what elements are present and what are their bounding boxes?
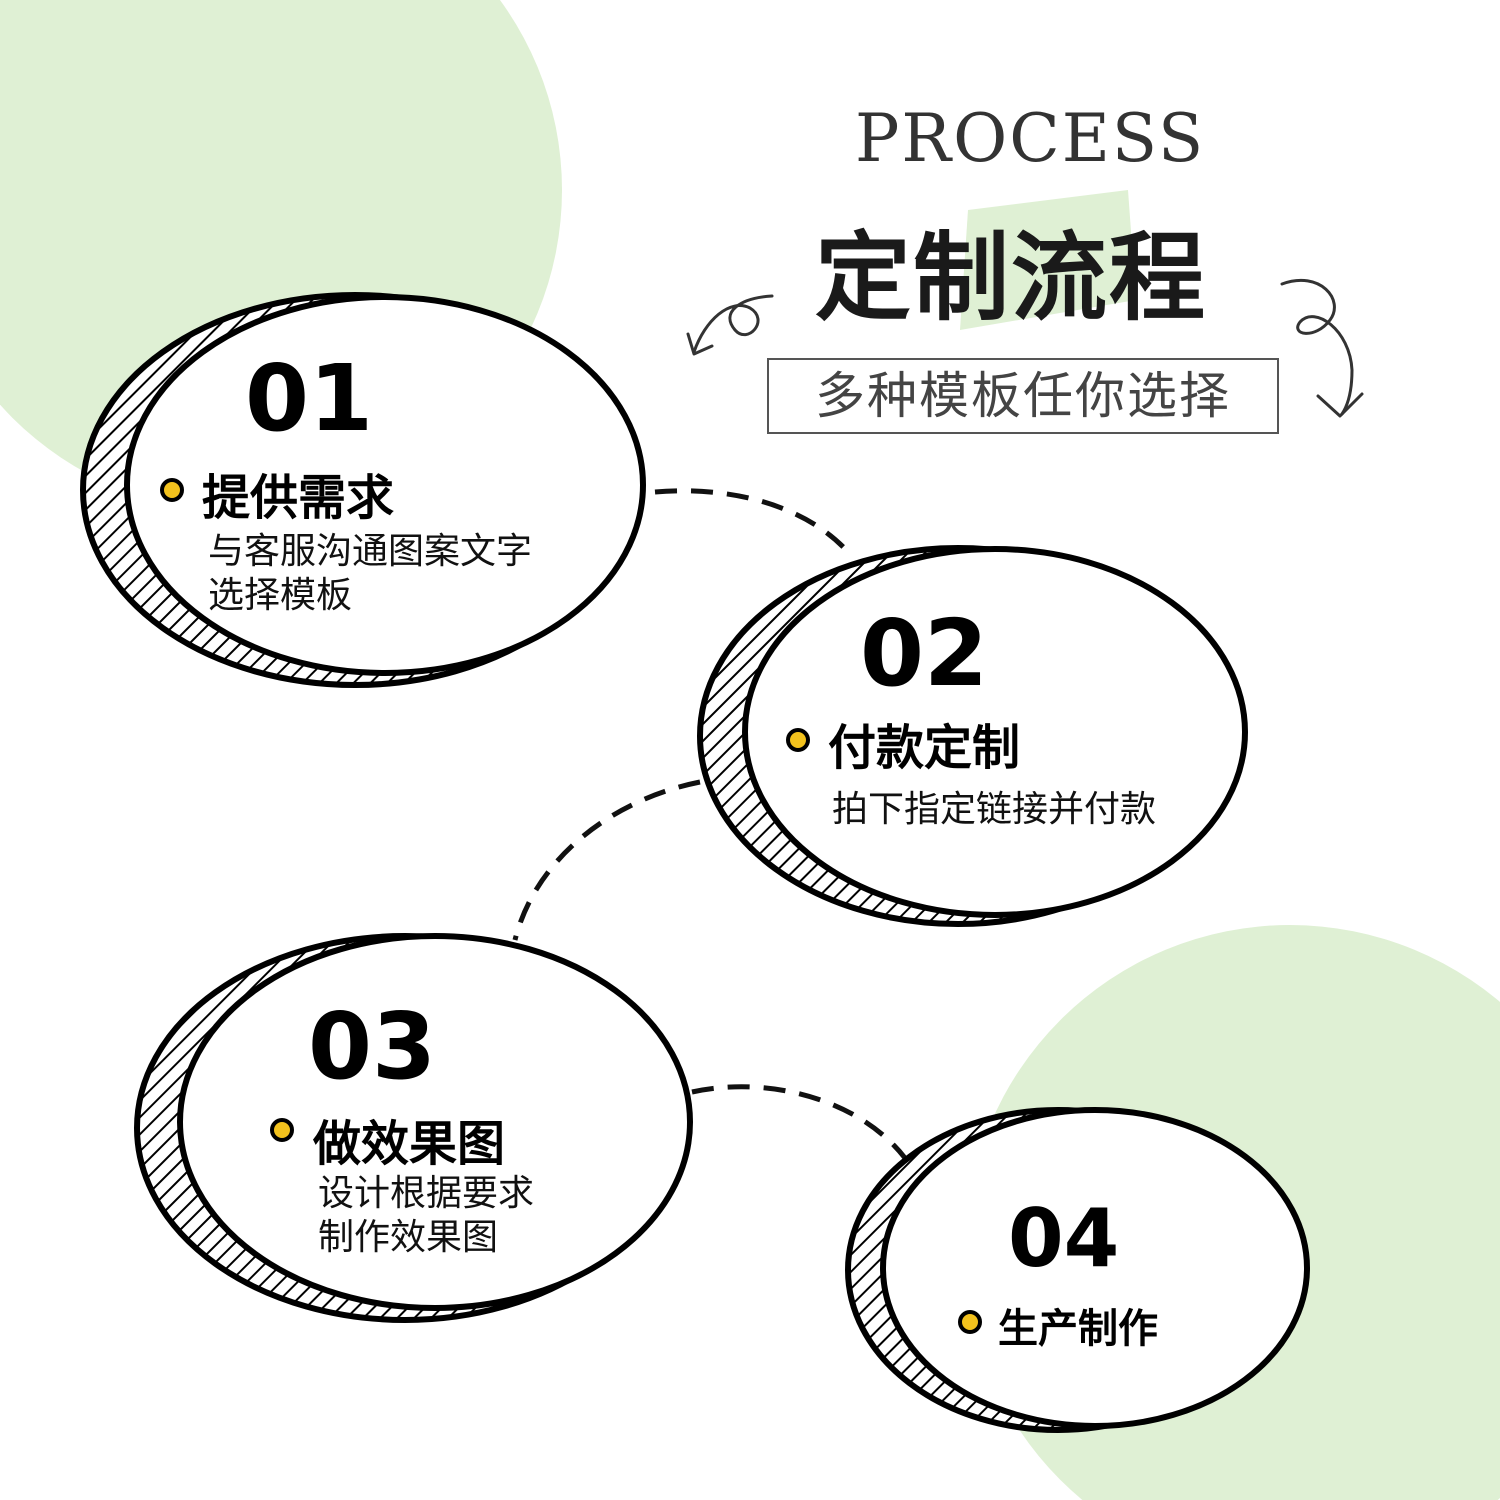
- step-2-number: 02: [860, 600, 989, 707]
- step-3-number: 03: [308, 993, 437, 1100]
- step-1-dot-icon: [160, 478, 184, 502]
- step-1-number: 01: [245, 345, 374, 452]
- page-title: 定制流程: [815, 222, 1207, 334]
- connector-3-4: [691, 1084, 907, 1160]
- english-title: PROCESS: [855, 100, 1206, 177]
- title-highlight-shape: [960, 190, 1136, 330]
- step-3-desc-line-1: 设计根据要求: [318, 1173, 535, 1214]
- left-curl-arrow-icon: [692, 294, 774, 354]
- step-4-number: 04: [1008, 1192, 1120, 1285]
- step-1-desc-line-1: 与客服沟通图案文字: [208, 531, 533, 572]
- left-arrow-head-icon: [686, 332, 714, 356]
- step-4-dot-icon: [958, 1310, 982, 1334]
- connector-1-2: [654, 488, 850, 554]
- step-4-badge: [845, 1107, 1310, 1433]
- step-2-desc-line-1: 拍下指定链接并付款: [832, 789, 1157, 830]
- right-arrow-head-icon: [1316, 392, 1364, 418]
- step-3-dot-icon: [270, 1118, 294, 1142]
- step-3-heading: 做效果图: [313, 1116, 506, 1172]
- step-2-badge: [697, 545, 1248, 927]
- step-1-heading: 提供需求: [202, 470, 395, 526]
- right-curl-arrow-icon: [1280, 278, 1354, 416]
- step-2-heading: 付款定制: [828, 720, 1021, 776]
- step-3-badge: [134, 933, 693, 1323]
- subtitle-box: 多种模板任你选择: [767, 358, 1279, 434]
- step-3-desc-line-2: 制作效果图: [318, 1217, 499, 1258]
- step-4-heading: 生产制作: [998, 1306, 1158, 1352]
- connector-2-3: [512, 779, 701, 941]
- step-1-desc-line-2: 选择模板: [208, 575, 353, 616]
- step-1-badge: [80, 292, 646, 688]
- step-2-dot-icon: [786, 728, 810, 752]
